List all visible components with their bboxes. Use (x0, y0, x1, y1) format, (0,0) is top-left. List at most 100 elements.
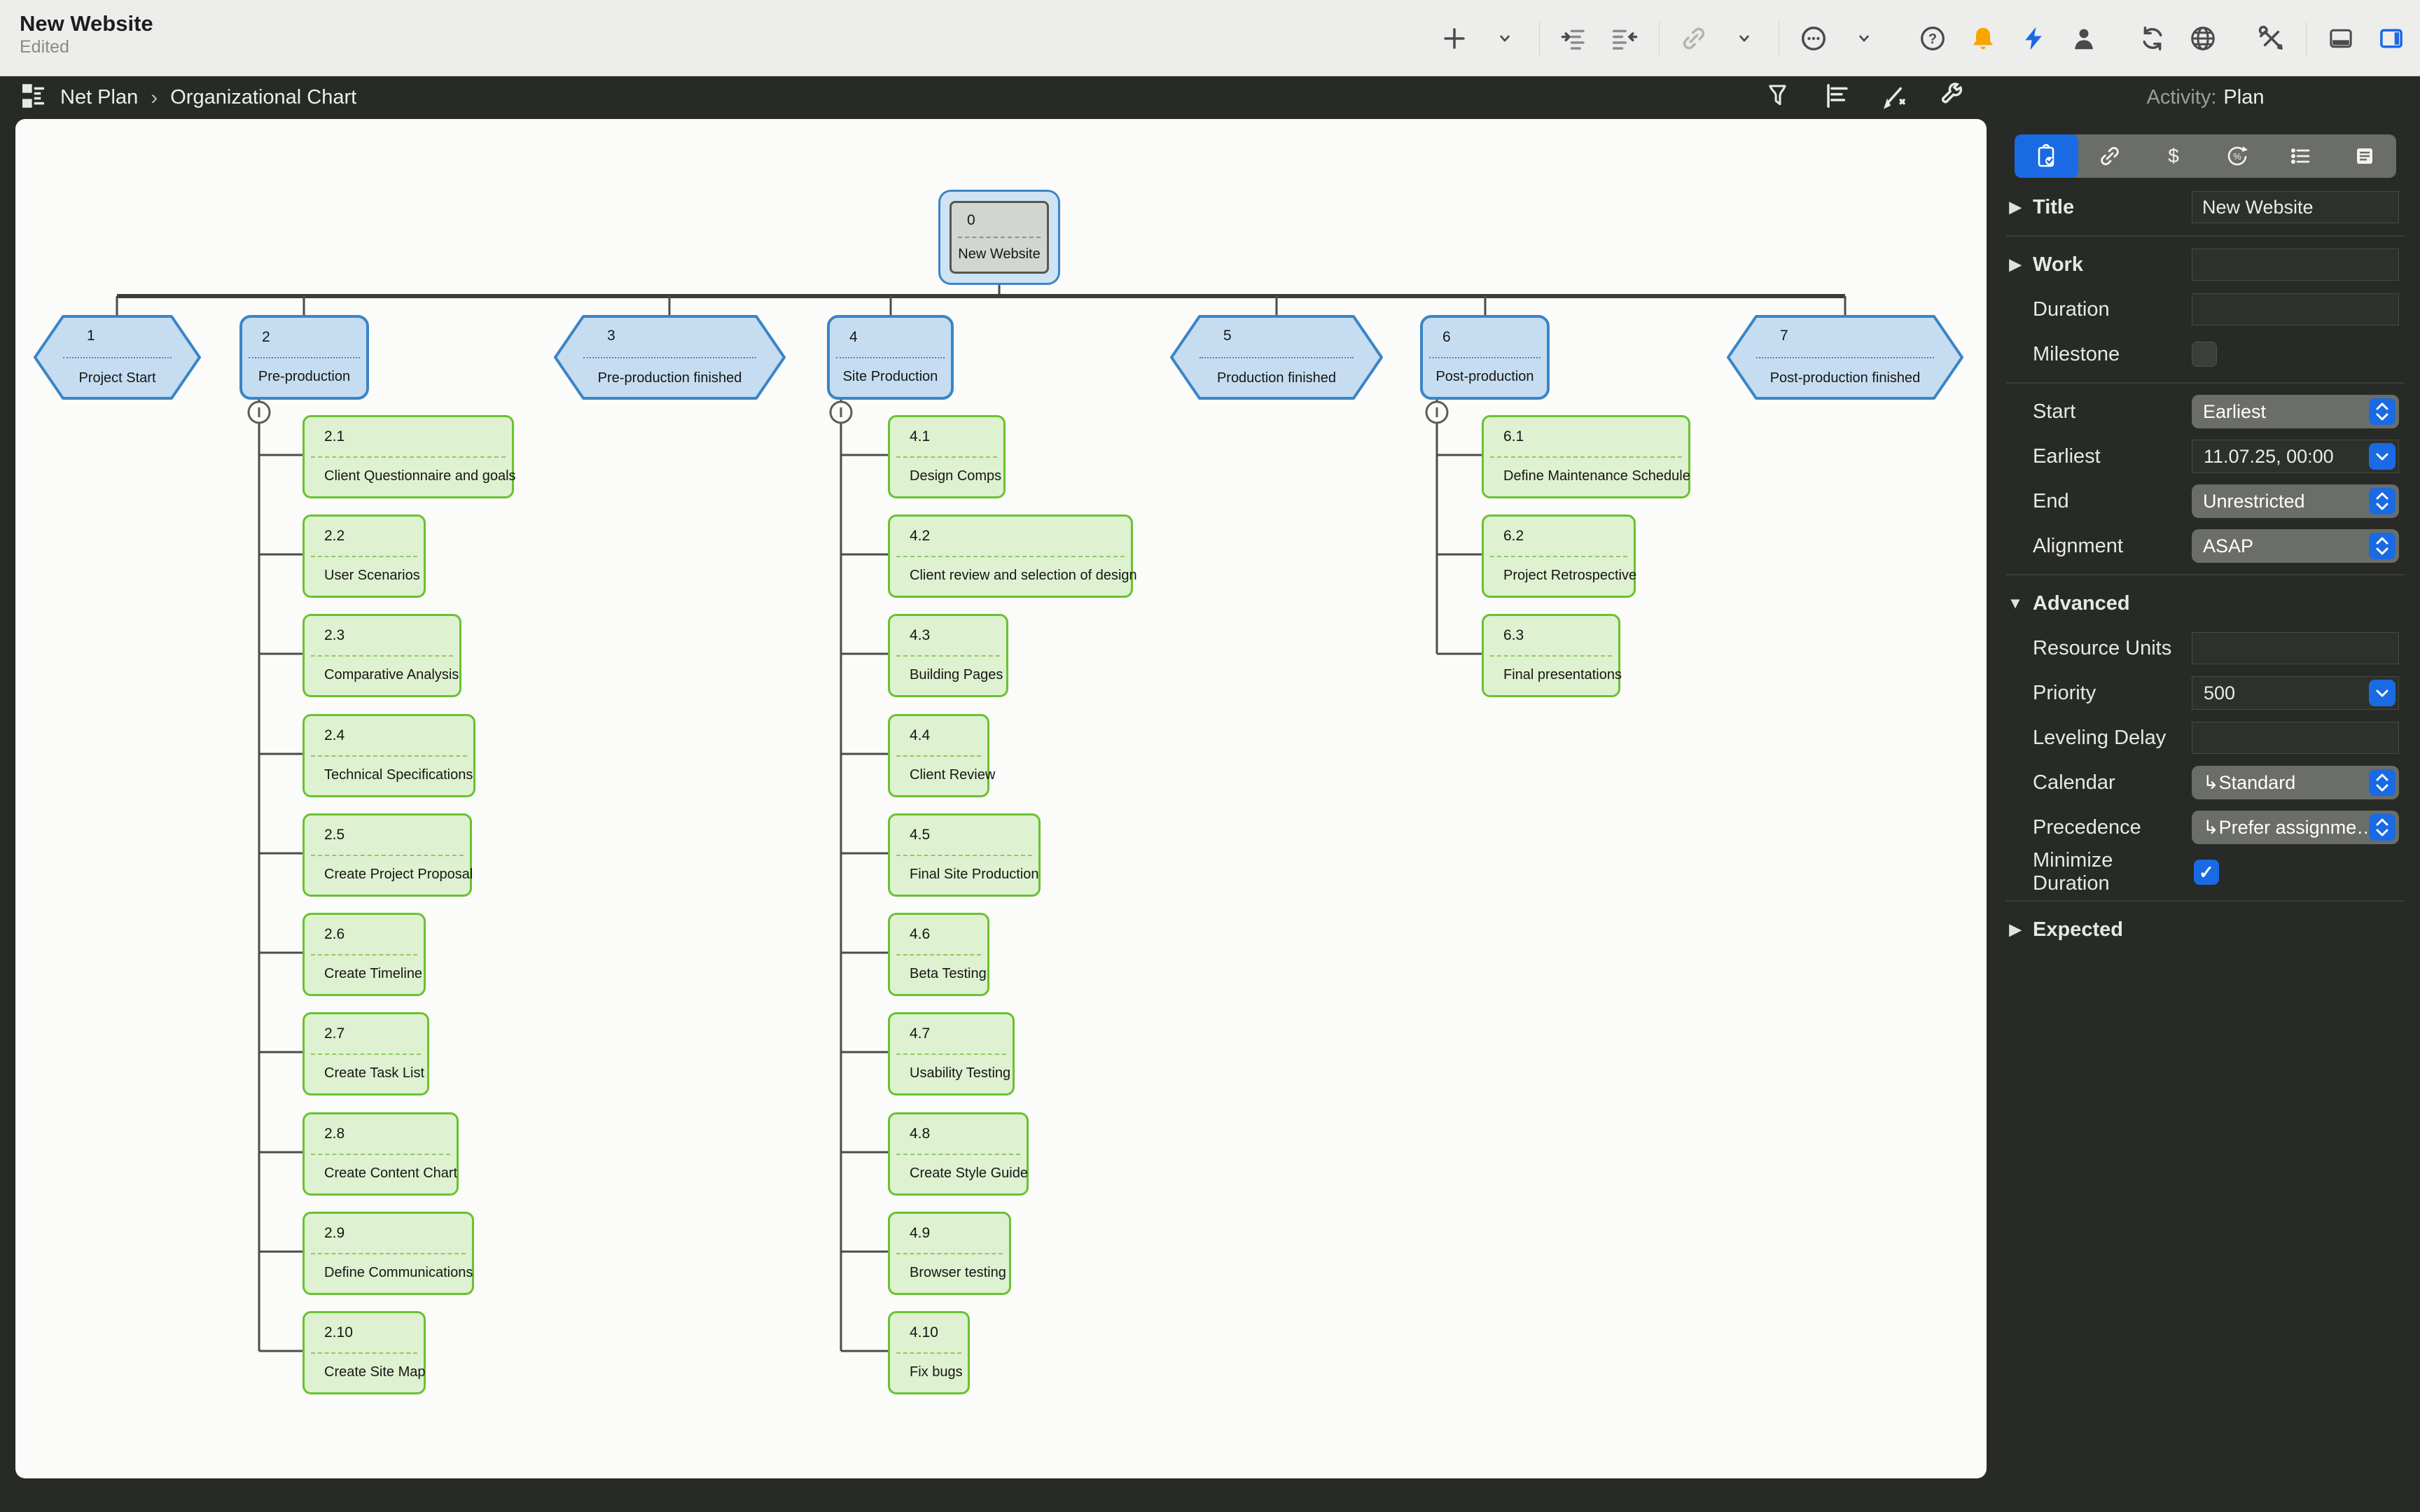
leveling-delay-input[interactable] (2192, 722, 2399, 754)
outdent-icon[interactable] (1608, 22, 1641, 55)
breadcrumb-item-organizational-chart[interactable]: Organizational Chart (170, 86, 357, 108)
precedence-popup[interactable]: ↳Prefer assignme… (2192, 811, 2399, 844)
chart-node-milestone[interactable]: 7 Post-production finished (1727, 315, 1963, 400)
chart-node-root[interactable]: 0 New Website (938, 190, 1060, 285)
start-popup[interactable]: Earliest (2192, 395, 2399, 428)
sync-icon[interactable] (2136, 22, 2169, 55)
tab-progress[interactable]: % (2205, 134, 2269, 178)
alignment-popup[interactable]: ASAP (2192, 529, 2399, 563)
chevron-down-icon[interactable] (1728, 22, 1760, 55)
node-separator (1490, 456, 1682, 458)
link-icon[interactable] (1678, 22, 1710, 55)
chart-node-milestone[interactable]: 3 Pre-production finished (554, 315, 786, 400)
chart-node-group[interactable]: 2 Pre-production (239, 315, 369, 400)
notifications-icon[interactable] (1967, 22, 1999, 55)
title-input[interactable]: New Website (2192, 191, 2399, 223)
section-row-expected: ▶Expected (1991, 907, 2420, 952)
popup-stepper-icon[interactable] (2369, 769, 2395, 796)
chart-node-milestone[interactable]: 1 Project Start (34, 315, 201, 400)
chevron-down-icon[interactable] (1848, 22, 1880, 55)
tab-cost[interactable]: $ (2142, 134, 2206, 178)
duration-input[interactable] (2192, 293, 2399, 326)
node-number: 1 (87, 328, 95, 344)
chart-node-group[interactable]: 6 Post-production (1420, 315, 1550, 400)
node-label: Fix bugs (910, 1364, 963, 1380)
combo-dropdown-icon[interactable] (2369, 443, 2395, 470)
popup-stepper-icon[interactable] (2369, 533, 2395, 559)
end-popup[interactable]: Unrestricted (2192, 484, 2399, 518)
indent-icon[interactable] (1558, 22, 1590, 55)
disclosure-icon[interactable]: ▼ (2008, 594, 2023, 612)
work-input[interactable] (2192, 248, 2399, 281)
panel-divider (2006, 382, 2405, 384)
chevron-down-icon[interactable] (1489, 22, 1521, 55)
combo-dropdown-icon[interactable] (2369, 680, 2395, 706)
disclosure-icon[interactable]: ▶ (2009, 198, 2022, 216)
panel-divider (2006, 574, 2405, 575)
chart-node-group[interactable]: 4 Site Production (827, 315, 954, 400)
toolbar-separator (2306, 21, 2307, 55)
net-plan-icon[interactable] (21, 82, 49, 113)
node-label: Client review and selection of design (910, 568, 1137, 584)
tab-checklist[interactable] (2269, 134, 2332, 178)
more-circle-icon[interactable] (1797, 22, 1830, 55)
priority-input[interactable]: 500 (2192, 676, 2399, 710)
network-icon[interactable] (2187, 22, 2219, 55)
popup-stepper-icon[interactable] (2369, 488, 2395, 514)
add-icon[interactable] (1438, 22, 1470, 55)
settings-tools-icon[interactable] (2255, 22, 2288, 55)
activity-icon[interactable] (2017, 22, 2050, 55)
user-icon[interactable] (2068, 22, 2100, 55)
bottom-panel-icon[interactable] (2325, 22, 2357, 55)
style-brush-icon[interactable] (1881, 82, 1909, 113)
chart-node-milestone[interactable]: 5 Production finished (1170, 315, 1383, 400)
resource-units-input[interactable] (2192, 632, 2399, 664)
wrench-icon[interactable] (1938, 82, 1966, 113)
node-label: Create Site Map (324, 1364, 426, 1380)
org-chart-canvas[interactable]: 0 New Website 1 Project Start 2 Pre-prod… (15, 119, 1987, 1478)
popup-stepper-icon[interactable] (2369, 814, 2395, 841)
milestone-checkbox[interactable] (2192, 342, 2217, 367)
help-icon[interactable]: ? (1917, 22, 1949, 55)
popup-stepper-icon[interactable] (2369, 398, 2395, 425)
minimize-duration-checkbox[interactable]: ✓ (2193, 860, 2219, 885)
tab-links[interactable] (2078, 134, 2142, 178)
right-panel-icon[interactable] (2375, 22, 2407, 55)
node-number: 0 (967, 211, 975, 228)
disclosure-icon[interactable]: ▶ (2009, 255, 2022, 273)
earliest-date-input[interactable]: 11.07.25, 00:00 (2192, 440, 2399, 473)
calendar-popup[interactable]: ↳Standard (2192, 766, 2399, 799)
node-separator (311, 456, 506, 458)
disclosure-icon[interactable]: ▶ (2009, 920, 2022, 938)
node-label: Create Project Proposal (324, 867, 473, 883)
tab-plan[interactable] (2015, 134, 2078, 178)
outline-format-icon[interactable] (1823, 82, 1851, 113)
breadcrumb-item-net-plan[interactable]: Net Plan (60, 86, 139, 108)
filter-icon[interactable] (1766, 82, 1794, 113)
node-label: Project Retrospective (1503, 568, 1637, 584)
tab-notes[interactable] (2332, 134, 2396, 178)
